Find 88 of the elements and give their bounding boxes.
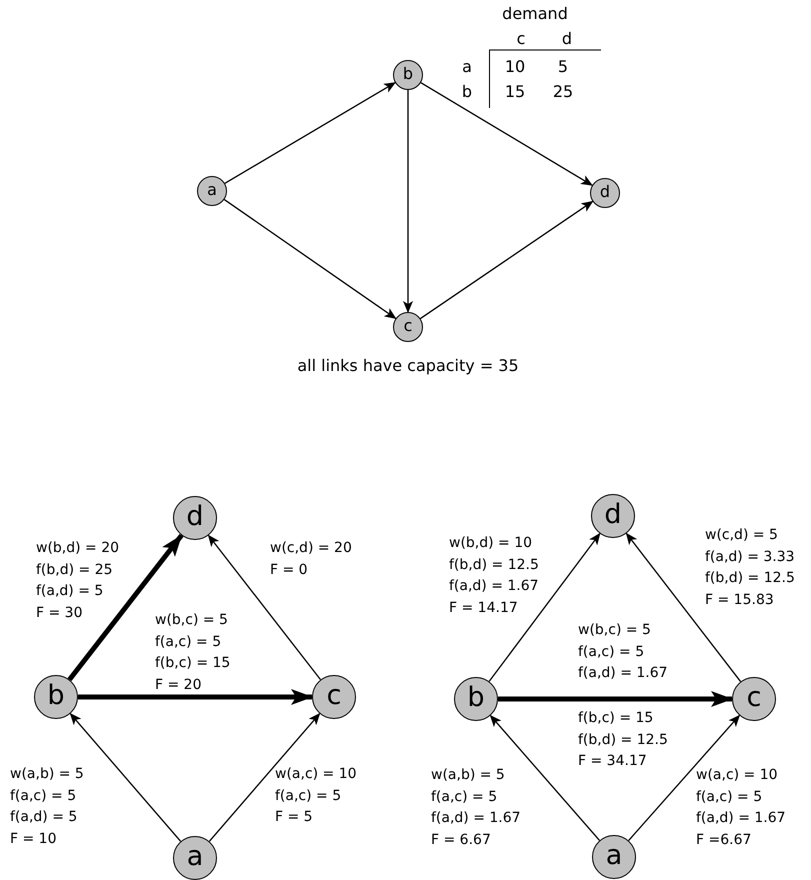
- arrow: [403, 90, 413, 313]
- arrow: [224, 199, 396, 320]
- flow-annotation: F =6.67: [696, 832, 752, 849]
- arrow: [420, 82, 593, 186]
- flow-annotation: f(b,d) = 12.5: [578, 732, 668, 748]
- caption: all links have capacity = 35: [297, 356, 519, 376]
- flow-annotation: F = 6.67: [431, 832, 491, 849]
- node-circle: [590, 178, 620, 208]
- flow-annotation: f(b,d) = 12.5: [449, 556, 539, 574]
- node-label: c: [746, 684, 762, 710]
- flow-annotation: w(a,b) = 5: [431, 767, 505, 784]
- flow-annotation: F = 14.17: [449, 600, 518, 617]
- table-text: 10: [504, 57, 526, 76]
- flow-annotation: w(a,c) = 10: [696, 767, 778, 784]
- flow-annotation: F = 10: [10, 831, 56, 848]
- table-text: c: [516, 29, 526, 48]
- flow-annotation: f(b,d) = 12.5: [705, 570, 795, 588]
- node-label: d: [186, 502, 204, 530]
- flow-annotation: w(b,d) = 20: [36, 540, 120, 557]
- node-label: d: [604, 500, 622, 528]
- arrow: [68, 534, 184, 682]
- arrow: [628, 714, 740, 841]
- flow-annotation: f(a,c) = 5: [10, 788, 76, 804]
- node-label: d: [600, 184, 610, 200]
- flow-annotation: f(a,d) = 1.67: [578, 665, 668, 682]
- table-text: d: [562, 29, 572, 48]
- flow-annotation: f(b,d) = 25: [36, 562, 113, 578]
- flow-annotation: f(a,d) = 5: [36, 583, 104, 600]
- table-text: b: [462, 82, 472, 102]
- flow-annotation: f(a,c) = 5: [696, 788, 762, 806]
- node-circle: [312, 675, 356, 719]
- flow-annotation: F = 0: [270, 562, 308, 578]
- flow-annotation: w(c,d) = 20: [270, 540, 352, 557]
- node-circle: [173, 836, 217, 880]
- flow-annotation: F = 15.83: [705, 592, 774, 609]
- node-circle: [591, 494, 635, 538]
- node-label: a: [606, 842, 622, 868]
- flow-annotation: F = 5: [275, 809, 313, 826]
- node-label: c: [326, 682, 342, 708]
- flow-annotation: w(b,c) = 5: [155, 612, 228, 629]
- arrow: [490, 714, 600, 841]
- node-circle: [197, 176, 227, 206]
- flow-annotation: F = 20: [155, 677, 202, 694]
- arrow: [626, 532, 742, 682]
- flow-annotation: f(a,d) = 1.67: [696, 810, 786, 828]
- flow-annotation: f(a,d) = 3.33: [705, 548, 795, 566]
- flow-annotation: f(a,d) = 1.67: [449, 578, 539, 596]
- node-label: a: [186, 842, 204, 870]
- table-text: 15: [504, 82, 526, 102]
- table-text: 25: [552, 82, 574, 102]
- flow-annotation: f(a,c) = 5: [431, 788, 498, 806]
- table-text: a: [462, 57, 472, 76]
- node-circle: [592, 835, 636, 879]
- arrow: [208, 534, 322, 680]
- flow-annotation: f(b,c) = 15: [155, 655, 230, 672]
- flow-annotation: w(c,d) = 5: [705, 527, 778, 544]
- flow-annotation: F = 30: [36, 605, 82, 622]
- flow-annotation: f(a,c) = 5: [578, 644, 644, 660]
- flow-annotation: w(a,b) = 5: [10, 766, 84, 783]
- arrow: [420, 200, 594, 320]
- node-circle: [393, 312, 423, 342]
- node-label: b: [402, 66, 414, 82]
- flow-annotation: f(b,c) = 15: [578, 710, 654, 727]
- flow-annotation: f(a,d) = 5: [10, 809, 78, 826]
- node-circle: [173, 496, 217, 540]
- table-text: demand: [502, 4, 568, 24]
- flow-annotation: w(b,c) = 5: [578, 622, 651, 639]
- node-circle: [393, 60, 423, 90]
- flow-annotation: w(a,c) = 10: [275, 766, 357, 783]
- flow-annotation: f(a,c) = 5: [275, 788, 342, 804]
- arrow: [224, 82, 396, 184]
- arrow: [498, 691, 733, 707]
- node-circle: [34, 675, 78, 719]
- flow-annotation: f(a,c) = 5: [155, 634, 222, 650]
- node-label: a: [207, 182, 217, 198]
- flow-annotation: f(a,d) = 1.67: [431, 810, 521, 828]
- flow-annotation: w(b,d) = 10: [449, 535, 532, 552]
- arrow: [78, 689, 313, 705]
- node-label: b: [47, 682, 65, 708]
- arrow: [488, 532, 600, 682]
- node-circle: [732, 677, 776, 721]
- arrow: [70, 712, 182, 842]
- node-label: b: [467, 684, 485, 710]
- node-circle: [454, 677, 498, 721]
- flow-annotation: F = 34.17: [578, 753, 647, 770]
- table-text: 5: [558, 57, 568, 76]
- arrow: [208, 712, 320, 842]
- node-label: c: [404, 318, 412, 334]
